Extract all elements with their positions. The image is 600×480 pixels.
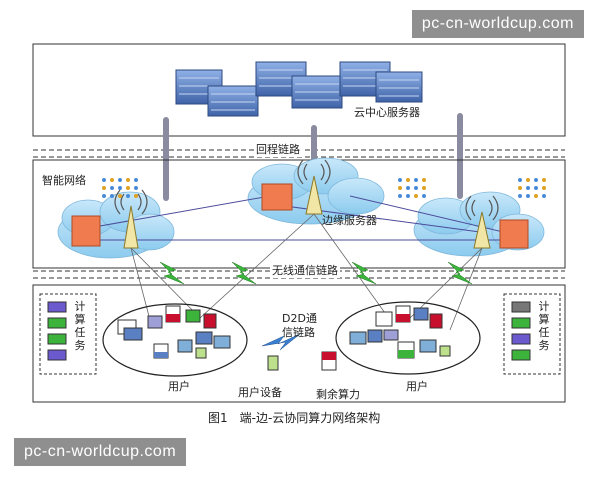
backhaul-label: 回程链路	[254, 141, 302, 157]
dot-grid-center	[398, 178, 426, 198]
towers	[123, 175, 491, 249]
smart-network-label: 智能网络	[42, 174, 86, 187]
edge-server-label: 边缘服务器	[322, 214, 377, 227]
task-char: 计	[74, 300, 86, 313]
cloud-servers	[175, 61, 423, 117]
figure-caption: 图1 端-边-云协同算力网络架构	[208, 411, 381, 425]
d2d-label-line2: 信链路	[282, 326, 315, 339]
task-char: 务	[538, 339, 550, 352]
user-device-label: 用户设备	[238, 386, 282, 399]
compute-task-box-right	[503, 293, 561, 375]
task-char: 算	[74, 313, 86, 326]
task-char: 务	[74, 339, 86, 352]
user-left-label: 用户	[168, 380, 190, 393]
user-group-right	[335, 301, 481, 375]
device-tier-frame	[32, 284, 566, 403]
compute-task-box-left	[39, 293, 97, 375]
user-right-label: 用户	[406, 380, 428, 393]
cloud-right	[413, 191, 545, 257]
d2d-label-line1: D2D通	[282, 312, 317, 325]
left-user-devices	[117, 305, 231, 359]
watermark-bottom-left: pc-cn-worldcup.com	[14, 438, 187, 466]
user-group-left	[102, 303, 248, 377]
task-chips	[47, 301, 531, 361]
watermark-top-right: pc-cn-worldcup.com	[411, 10, 584, 38]
tower-waves	[114, 159, 499, 221]
task-char: 任	[538, 326, 550, 339]
right-user-devices	[349, 305, 451, 359]
dot-grid-right	[518, 178, 546, 198]
wireless-lightning	[159, 261, 473, 285]
task-char: 计	[538, 300, 550, 313]
cloud-center-label: 云中心服务器	[354, 106, 420, 119]
d2d-lightning	[261, 333, 301, 351]
edge-server-boxes	[71, 183, 529, 249]
access-lines	[130, 213, 483, 331]
compute-task-label-left: 计 算 任 务	[74, 300, 86, 352]
task-char: 任	[74, 326, 86, 339]
task-char: 算	[538, 313, 550, 326]
remaining-power-label: 剩余算力	[316, 388, 360, 401]
dot-grid-left	[102, 178, 138, 198]
wireless-link-label: 无线通信链路	[270, 262, 340, 278]
user-device-legend-icon	[267, 355, 279, 371]
compute-task-label-right: 计 算 任 务	[538, 300, 550, 352]
